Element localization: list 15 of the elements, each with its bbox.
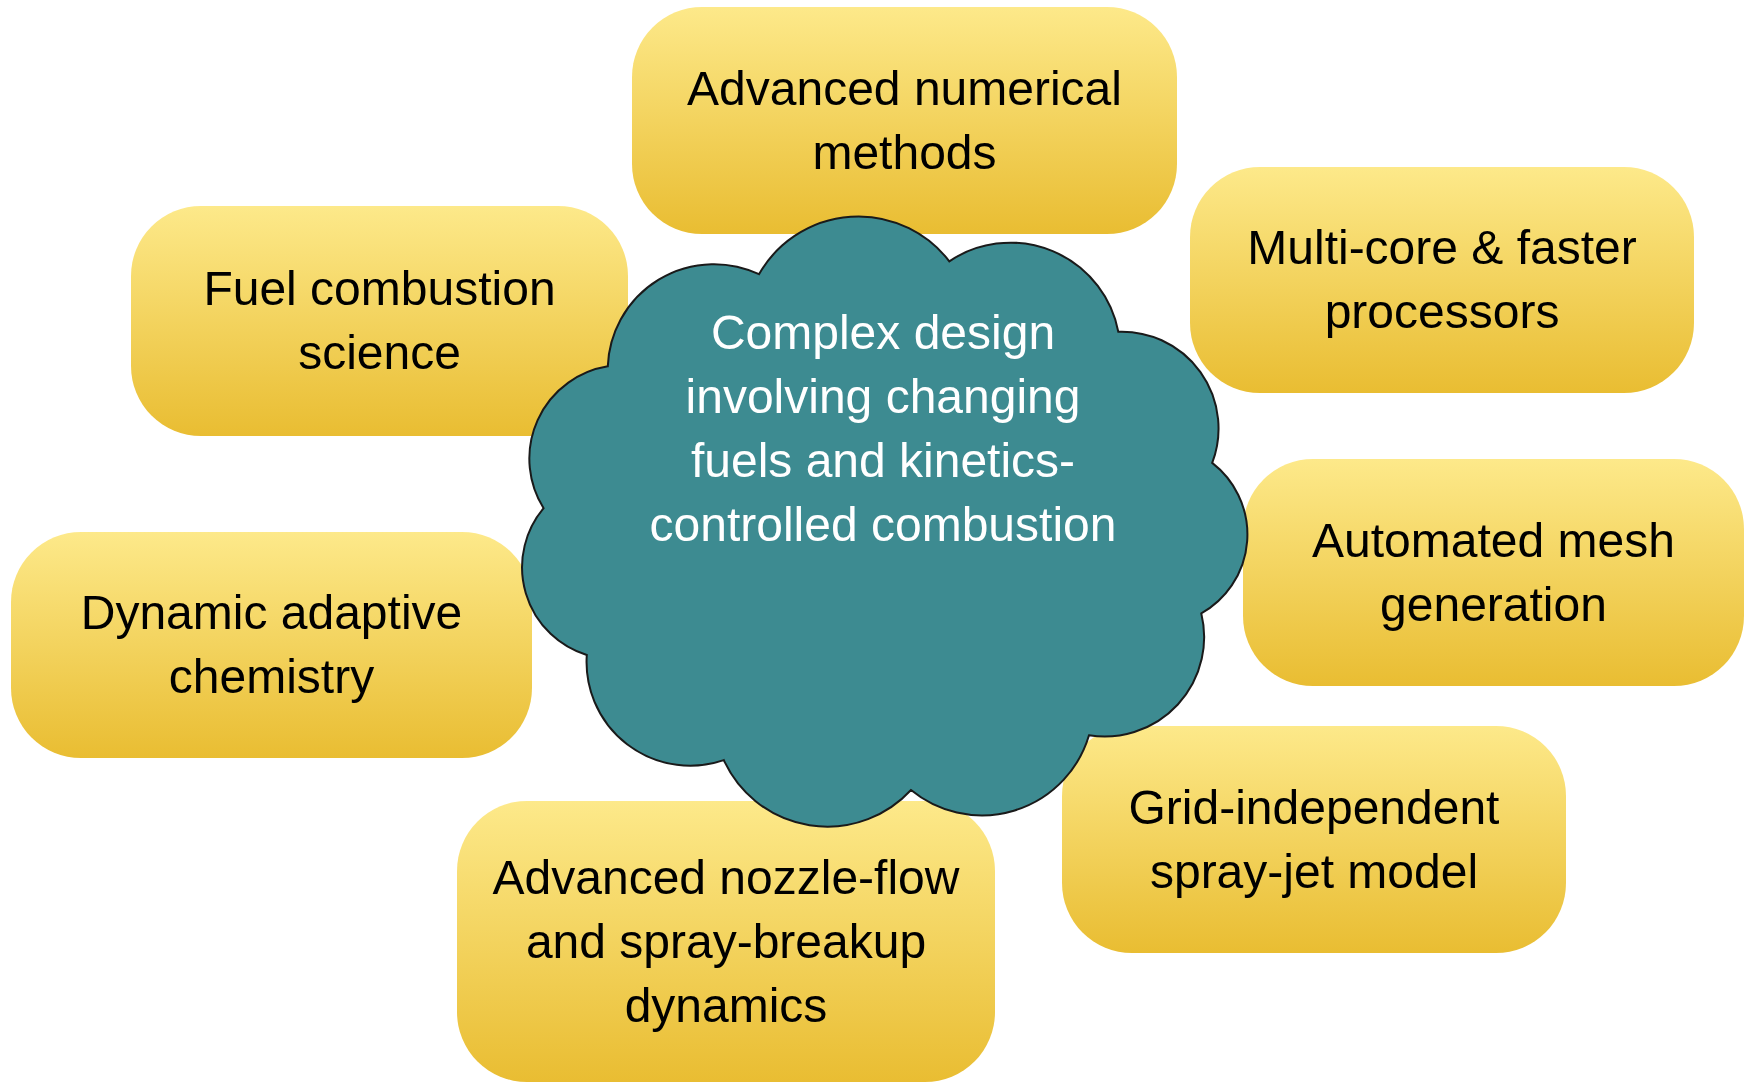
rounded-box (1062, 726, 1566, 953)
box-text: Advanced nozzle-flow and spray-breakup dynamics (491, 849, 961, 1034)
box-text: Fuel combustion science (202, 261, 557, 381)
rounded-box (11, 532, 532, 758)
rounded-box (1190, 167, 1694, 393)
rounded-box (1243, 459, 1744, 686)
box-text: Automated mesh generation (1311, 512, 1676, 633)
rounded-box (131, 206, 628, 436)
box-text: Grid-independent spray-jet model (1127, 779, 1501, 900)
box-text: Advanced numerical methods (686, 60, 1123, 181)
rounded-box (632, 7, 1177, 234)
box-text: Multi-core & faster processors (1246, 220, 1638, 340)
box-text: Dynamic adaptive chemistry (79, 585, 464, 705)
cloud-text: Complex design involving changing fuels and kinetics-controlled combustion (648, 305, 1118, 553)
rounded-box (457, 801, 995, 1082)
